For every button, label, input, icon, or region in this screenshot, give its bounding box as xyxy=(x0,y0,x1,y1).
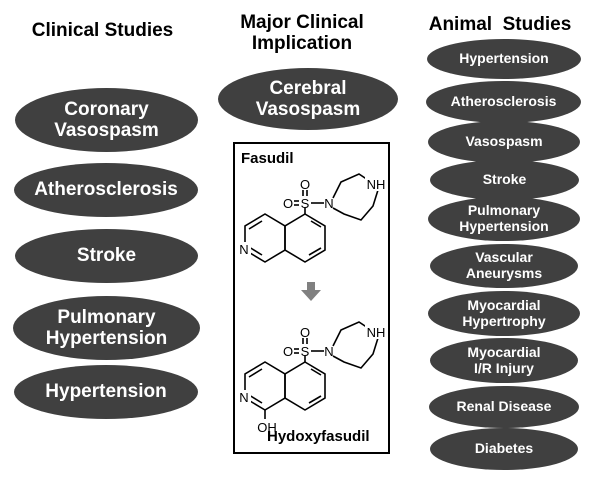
hydroxyfasudil-sulfonamide-n: N xyxy=(324,344,333,359)
clinical-stroke: Stroke xyxy=(15,229,198,283)
clinical-item-label: Atherosclerosis xyxy=(34,179,178,201)
hydroxyfasudil-nh: NH xyxy=(367,325,386,340)
hydroxyfasudil-ring-n: N xyxy=(239,390,248,405)
animal-studies-heading: Animal Studies xyxy=(428,14,572,35)
hydroxyfasudil-o-top: O xyxy=(300,325,310,340)
animal-item-label: Hypertension xyxy=(459,50,549,67)
animal-item-label: Atherosclerosis xyxy=(450,93,557,110)
animal-item-label: Vascular Aneurysms xyxy=(465,249,543,281)
clinical-hypertension: Hypertension xyxy=(14,365,198,419)
animal-vascular-aneurysms: Vascular Aneurysms xyxy=(430,244,578,288)
fasudil-nh: NH xyxy=(367,177,386,192)
fasudil-o-left: O xyxy=(283,196,293,211)
animal-stroke: Stroke xyxy=(430,160,579,200)
clinical-item-label: Stroke xyxy=(76,245,137,267)
clinical-item-label: Pulmonary Hypertension xyxy=(45,306,168,349)
animal-pulmonary-hypertension: Pulmonary Hypertension xyxy=(428,197,580,241)
fasudil-s: S xyxy=(301,196,310,211)
animal-item-label: Diabetes xyxy=(474,440,534,457)
animal-item-label: Renal Disease xyxy=(456,398,552,415)
down-arrow-icon xyxy=(301,282,321,301)
drug-structure-box: Fasudil Hydoxyfasudil xyxy=(233,142,390,454)
animal-item-label: Myocardial I/R Injury xyxy=(467,343,541,376)
animal-diabetes: Diabetes xyxy=(430,428,578,470)
animal-myocardial-ir-injury: Myocardial I/R Injury xyxy=(430,338,578,383)
clinical-item-label: Coronary Vasospasm xyxy=(54,98,159,141)
hydroxyfasudil-oh: OH xyxy=(257,420,277,435)
clinical-atherosclerosis: Atherosclerosis xyxy=(14,163,198,217)
fasudil-sulfonamide-n: N xyxy=(324,196,333,211)
hydroxyfasudil-label: Hydoxyfasudil xyxy=(267,428,370,445)
clinical-pulmonary-hypertension: Pulmonary Hypertension xyxy=(13,296,200,360)
major-implication-label: Cerebral Vasospasm xyxy=(255,77,361,120)
animal-item-label: Vasospasm xyxy=(465,133,543,150)
fasudil-label: Fasudil xyxy=(241,150,294,167)
animal-item-label: Myocardial Hypertrophy xyxy=(462,296,546,329)
animal-vasospasm: Vasospasm xyxy=(428,121,580,163)
fasudil-o-top: O xyxy=(300,177,310,192)
clinical-studies-heading: Clinical Studies xyxy=(31,20,174,41)
hydroxyfasudil-o-left: O xyxy=(283,344,293,359)
animal-renal-disease: Renal Disease xyxy=(429,386,579,428)
chemical-structures: N S O O N NH N S O O N NH OH xyxy=(237,173,386,435)
animal-item-label: Stroke xyxy=(482,171,527,188)
major-clinical-implication-heading: Major Clinical Implication xyxy=(240,12,364,55)
fasudil-ring-right xyxy=(284,213,326,263)
clinical-coronary-vasospasm: Coronary Vasospasm xyxy=(15,88,198,152)
major-cerebral-vasospasm: Cerebral Vasospasm xyxy=(218,68,398,130)
hydroxyfasudil-s: S xyxy=(301,344,310,359)
animal-item-label: Pulmonary Hypertension xyxy=(459,202,549,234)
hydroxyfasudil-ring-right xyxy=(284,361,326,411)
animal-myocardial-hypertrophy: Myocardial Hypertrophy xyxy=(428,291,580,336)
animal-atherosclerosis: Atherosclerosis xyxy=(426,81,581,123)
clinical-item-label: Hypertension xyxy=(45,381,167,403)
animal-hypertension: Hypertension xyxy=(427,39,581,79)
fasudil-ring-n: N xyxy=(239,242,248,257)
